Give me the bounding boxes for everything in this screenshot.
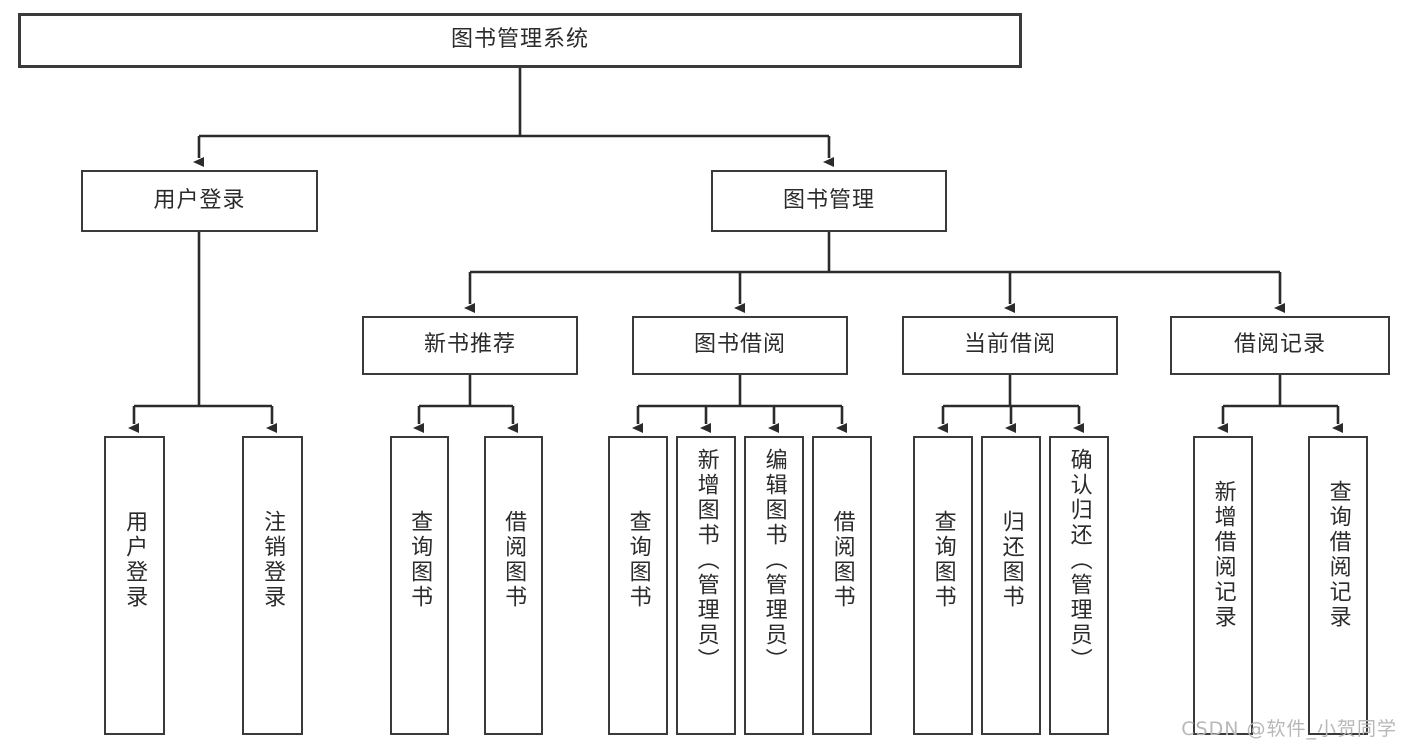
node-new-book-recommend[interactable]: 新书推荐 — [362, 316, 578, 375]
node-root[interactable]: 图书管理系统 — [18, 13, 1022, 68]
leaf-add-book-label: 新增图书（管理员） — [693, 448, 719, 673]
leaf-add-record-label: 新增借阅记录 — [1210, 480, 1236, 630]
leaf-user-login[interactable]: 用户登录 — [104, 436, 165, 735]
leaf-query-book-3[interactable]: 查询图书 — [913, 436, 973, 735]
leaf-borrow-book-2[interactable]: 借阅图书 — [812, 436, 872, 735]
leaf-query-record-label: 查询借阅记录 — [1325, 480, 1351, 630]
node-new-book-recommend-label: 新书推荐 — [423, 332, 516, 358]
leaf-add-book[interactable]: 新增图书（管理员） — [676, 436, 736, 735]
leaf-confirm-return[interactable]: 确认归还（管理员） — [1049, 436, 1109, 735]
leaf-return-book[interactable]: 归还图书 — [981, 436, 1041, 735]
leaf-borrow-book-2-label: 借阅图书 — [829, 510, 855, 610]
node-book-borrow-label: 图书借阅 — [693, 332, 786, 358]
leaf-query-book-1-label: 查询图书 — [407, 510, 433, 610]
leaf-query-book-2-label: 查询图书 — [625, 510, 651, 610]
node-current-borrow-label: 当前借阅 — [963, 332, 1056, 358]
node-user-login-label: 用户登录 — [153, 187, 246, 213]
leaf-logout-label: 注销登录 — [260, 510, 286, 610]
leaf-edit-book[interactable]: 编辑图书（管理员） — [744, 436, 804, 735]
node-user-login[interactable]: 用户登录 — [81, 170, 318, 232]
leaf-user-login-label: 用户登录 — [122, 510, 148, 610]
leaf-query-record[interactable]: 查询借阅记录 — [1308, 436, 1368, 735]
leaf-borrow-book-1-label: 借阅图书 — [501, 510, 527, 610]
leaf-query-book-1[interactable]: 查询图书 — [390, 436, 449, 735]
node-borrow-record[interactable]: 借阅记录 — [1170, 316, 1390, 375]
leaf-confirm-return-label: 确认归还（管理员） — [1066, 448, 1092, 673]
leaf-borrow-book-1[interactable]: 借阅图书 — [484, 436, 543, 735]
node-book-borrow[interactable]: 图书借阅 — [632, 316, 848, 375]
node-book-manage[interactable]: 图书管理 — [711, 170, 947, 232]
node-book-manage-label: 图书管理 — [782, 187, 875, 213]
leaf-edit-book-label: 编辑图书（管理员） — [761, 448, 787, 673]
leaf-logout[interactable]: 注销登录 — [242, 436, 303, 735]
watermark: CSDN @软件_小贺同学 — [1181, 718, 1397, 740]
node-root-label: 图书管理系统 — [450, 27, 589, 53]
node-current-borrow[interactable]: 当前借阅 — [902, 316, 1118, 375]
leaf-return-book-label: 归还图书 — [998, 510, 1024, 610]
node-borrow-record-label: 借阅记录 — [1233, 332, 1326, 358]
leaf-add-record[interactable]: 新增借阅记录 — [1193, 436, 1253, 735]
leaf-query-book-2[interactable]: 查询图书 — [608, 436, 668, 735]
leaf-query-book-3-label: 查询图书 — [930, 510, 956, 610]
